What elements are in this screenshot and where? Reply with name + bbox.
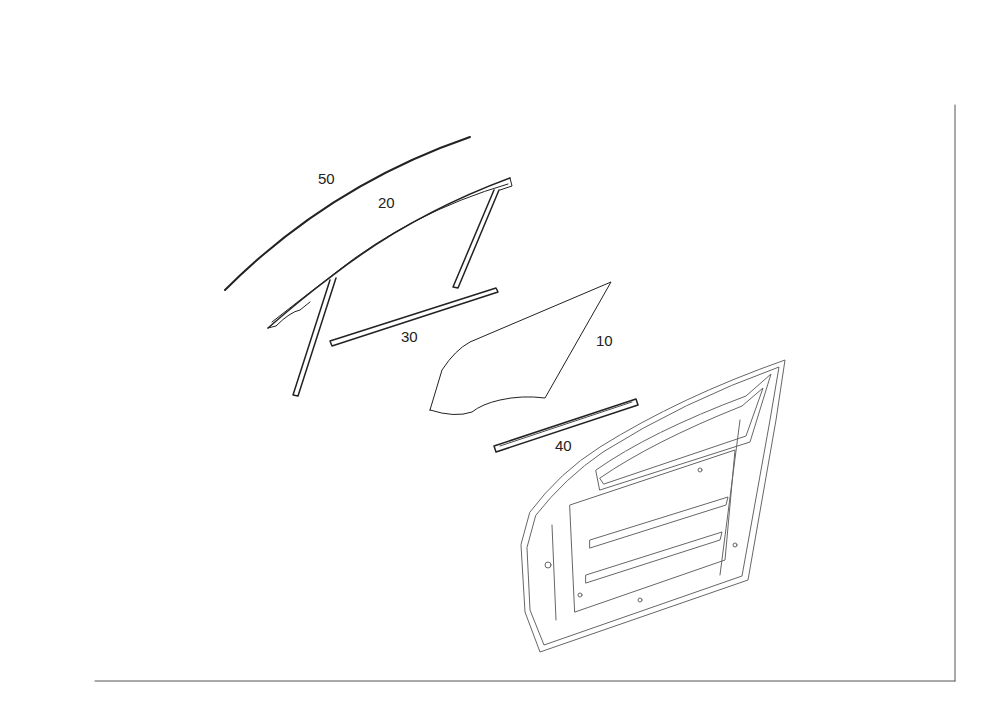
callout-number: 50 xyxy=(318,171,335,186)
callout-number: 20 xyxy=(378,195,395,210)
callout-number: 30 xyxy=(401,329,418,344)
callout-number: 10 xyxy=(596,333,613,348)
callout-number: 40 xyxy=(555,438,572,453)
